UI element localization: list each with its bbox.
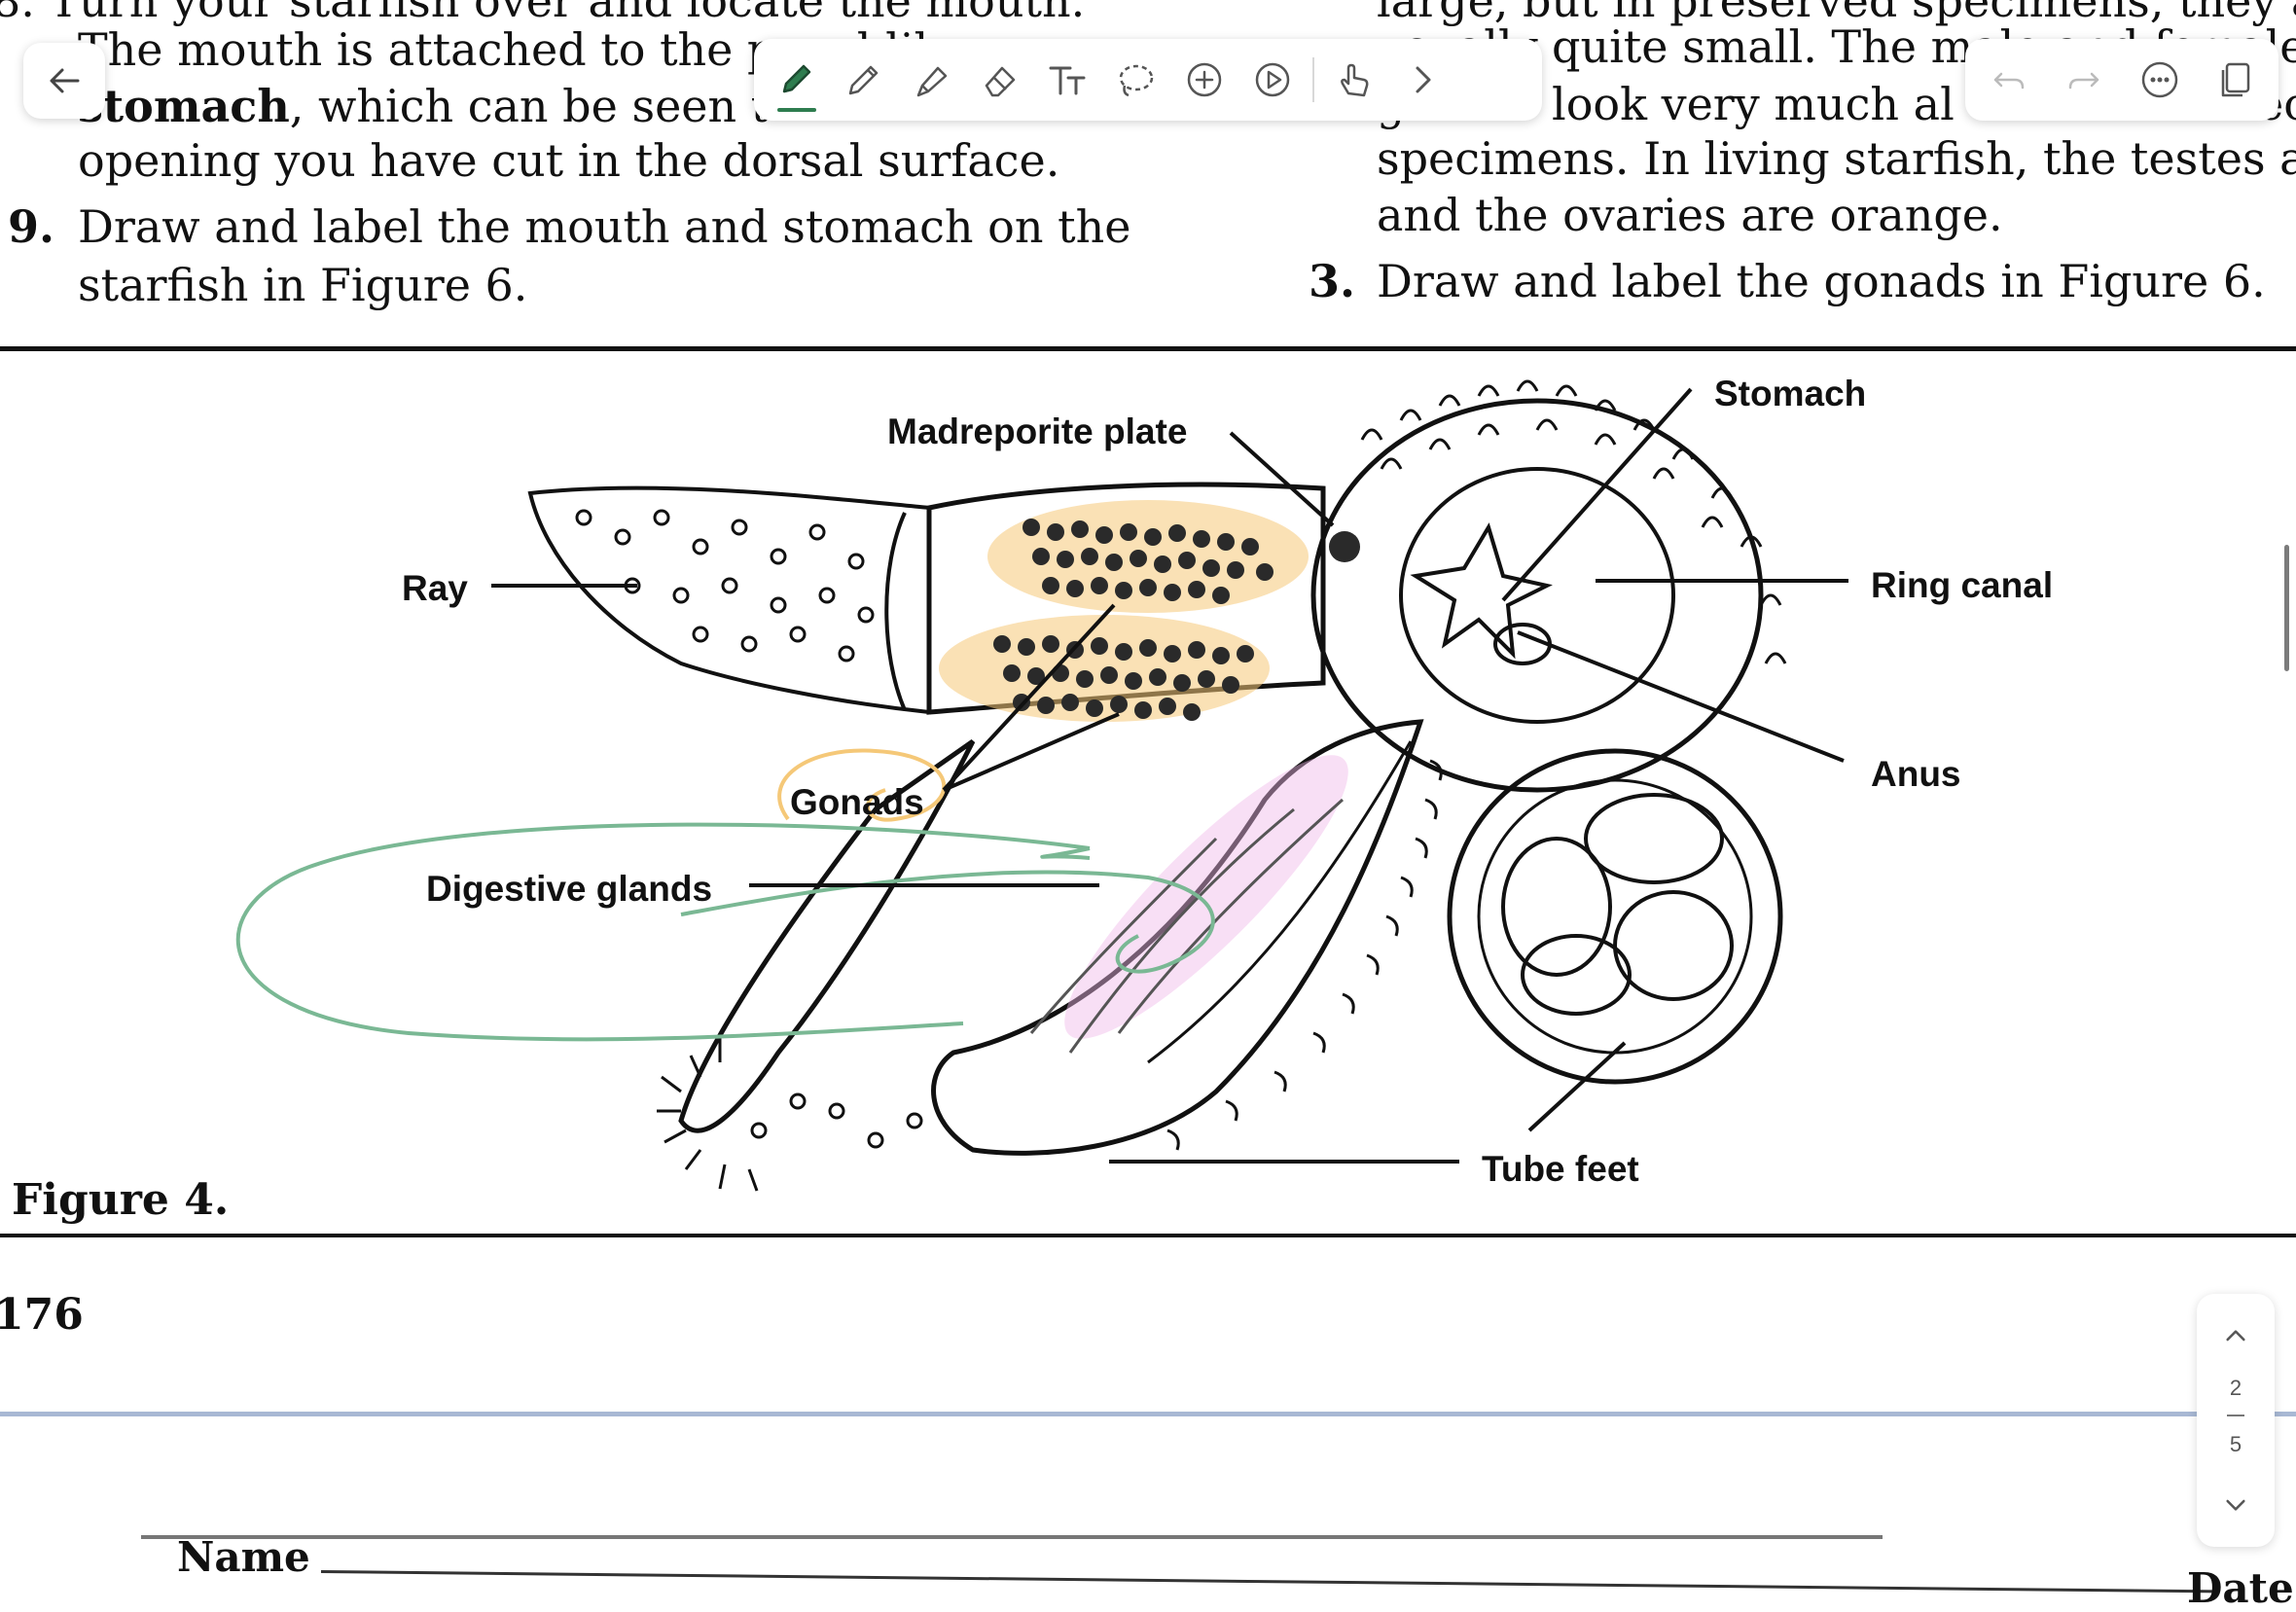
page-fraction-bar (2227, 1415, 2244, 1416)
undo-icon[interactable] (1975, 46, 2043, 114)
label-ray: Ray (402, 568, 468, 608)
pages-icon[interactable] (2201, 46, 2269, 114)
total-pages: 5 (2229, 1432, 2242, 1456)
name-line (320, 1570, 2218, 1594)
chevron-up-icon[interactable] (2206, 1306, 2265, 1364)
annotation-toolbar (754, 39, 1542, 121)
play-icon[interactable] (1238, 46, 1307, 114)
scrollbar-thumb[interactable] (2284, 545, 2289, 671)
text-line: stomach, which can be seen t (78, 84, 769, 128)
hand-touch-icon[interactable] (1320, 46, 1388, 114)
gonad-dots (993, 519, 1274, 721)
pencil-icon[interactable] (830, 46, 898, 114)
pen-icon[interactable] (762, 46, 830, 114)
divider (0, 1234, 2296, 1237)
add-icon[interactable] (1170, 46, 1238, 114)
text-line: look very much al (1552, 78, 1955, 130)
text-line: Draw and label the mouth and stomach on … (78, 200, 1131, 253)
text-line: opening you have cut in the dorsal surfa… (78, 134, 1060, 187)
tube-feet-bumps (1360, 379, 1787, 664)
text-line: and the ovaries are orange. (1377, 189, 2003, 241)
highlighter-icon[interactable] (898, 46, 966, 114)
active-tool-underline (777, 108, 816, 112)
next-page: Name Date (0, 1416, 2296, 1609)
more-icon[interactable] (2126, 46, 2194, 114)
arrow-left-icon[interactable] (30, 47, 98, 115)
label-madreporite: Madreporite plate (887, 412, 1188, 451)
text-line: large, but in preserved specimens, they … (1377, 0, 2296, 27)
current-page: 2 (2229, 1376, 2242, 1400)
starfish-diagram (235, 379, 1848, 1192)
right-toolbar (1965, 39, 2278, 121)
figure-caption: Figure 4. (12, 1175, 230, 1225)
stomach-term: stomach (78, 80, 290, 132)
item-number: 3. (1309, 255, 1356, 307)
divider (0, 346, 2296, 351)
document-page: 8. Turn your starfish over and locate th… (0, 0, 2296, 1340)
text-line: specimens. In living starfish, the teste… (1377, 132, 2296, 185)
page-break (0, 1412, 2296, 1416)
label-tube-feet: Tube feet (1482, 1149, 1639, 1189)
text-line: 8. Turn your starfish over and locate th… (0, 0, 1086, 27)
chevron-down-icon[interactable] (2206, 1477, 2265, 1535)
date-label: Date (2187, 1564, 2294, 1612)
top-rule (141, 1535, 1883, 1539)
page-navigator: 2 5 (2197, 1294, 2275, 1547)
label-gonads: Gonads (790, 782, 924, 822)
back-panel (23, 43, 105, 119)
lasso-icon[interactable] (1102, 46, 1170, 114)
item-number: 9. (8, 200, 55, 253)
name-label: Name (177, 1533, 310, 1581)
text-line: starfish in Figure 6. (78, 259, 528, 311)
chevron-right-icon[interactable] (1388, 46, 1456, 114)
label-anus: Anus (1871, 754, 1961, 794)
redo-icon[interactable] (2050, 46, 2118, 114)
toolbar-separator (1312, 57, 1314, 102)
text-tool-icon[interactable] (1034, 46, 1102, 114)
text-fragment: , which can be seen t (289, 80, 770, 132)
page-number: 176 (0, 1290, 84, 1340)
eraser-icon[interactable] (966, 46, 1034, 114)
label-digestive-glands: Digestive glands (426, 869, 713, 909)
label-ring-canal: Ring canal (1871, 565, 2054, 605)
text-line: Draw and label the gonads in Figure 6. (1377, 255, 2266, 307)
label-stomach: Stomach (1714, 374, 1867, 413)
